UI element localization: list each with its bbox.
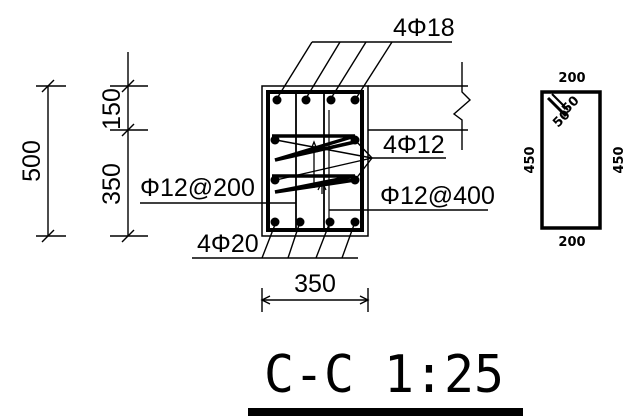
stirrup-detail-bottom-dim: 200 — [558, 235, 585, 250]
dimension-segment-heights — [110, 52, 148, 243]
stirrup-main-label: Φ12@200 — [140, 174, 255, 202]
rebar-bottom-1 — [270, 217, 280, 227]
stirrup-detail-left-dim: 450 — [523, 146, 538, 173]
dimension-total-height — [36, 79, 66, 243]
stirrup-detail-right-dim: 450 — [612, 146, 627, 173]
dim-350-vertical-label: 350 — [98, 163, 126, 205]
rebar-side-3 — [270, 175, 280, 185]
dim-500-label: 500 — [18, 140, 46, 182]
rebar-top-1 — [272, 95, 282, 105]
top-bars-leader — [275, 41, 452, 101]
rebar-bars — [270, 95, 360, 227]
rebar-top-3 — [326, 95, 336, 105]
title-underline — [248, 408, 523, 416]
dim-350-width-label: 350 — [294, 270, 336, 298]
top-bars-label: 4Φ18 — [393, 14, 455, 42]
rebar-side-1 — [270, 135, 280, 145]
side-bars-label: 4Φ12 — [383, 131, 445, 159]
tie-arrows — [309, 140, 327, 194]
adjacent-slab — [368, 62, 472, 150]
side-bars-leader — [275, 139, 446, 181]
stirrup-detail — [540, 90, 602, 230]
dimension-width — [260, 288, 370, 312]
bottom-bars-leader — [192, 221, 358, 259]
rebar-top-2 — [301, 95, 311, 105]
stirrup-tie-label: Φ12@400 — [380, 182, 495, 210]
section-title: C-C 1:25 — [264, 345, 504, 405]
dim-150-label: 150 — [98, 88, 126, 130]
stirrup-detail-top-dim: 200 — [558, 71, 585, 86]
internal-ties — [295, 92, 330, 230]
bottom-bars-label: 4Φ20 — [197, 230, 259, 258]
